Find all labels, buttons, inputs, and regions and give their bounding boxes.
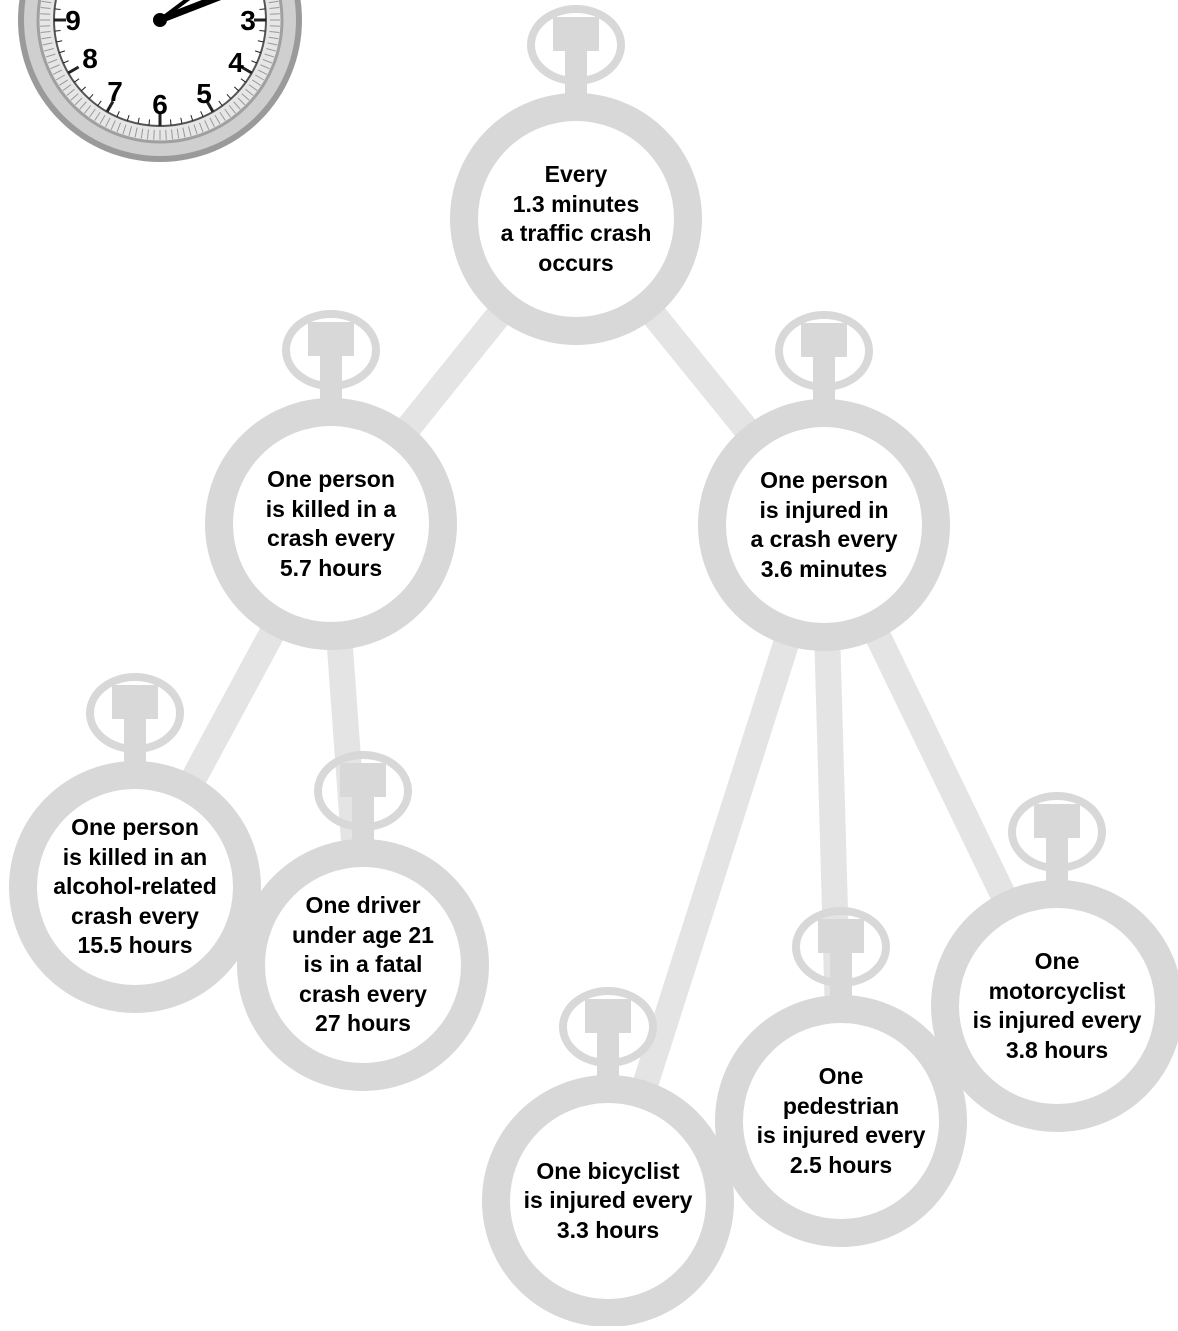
label-line: under age 21 (292, 921, 434, 948)
clock-hour-hand (156, 0, 222, 24)
stopwatch-label-killed: One person is killed in a crash every 5.7 h… (236, 459, 426, 589)
label-line: 3.3 hours (556, 1216, 660, 1243)
stopwatch-label-motorcyclist: One motorcyclist is injured every 3.8 hours (957, 941, 1157, 1071)
label-line: 15.5 hours (77, 932, 193, 959)
clock-icon: 9 3 8 4 7 6 5 (18, 0, 302, 162)
clock-numeral: 7 (107, 76, 123, 107)
label-line: One (818, 1063, 864, 1089)
label-line: is injured every (756, 1122, 926, 1148)
label-line: is injured every (972, 1007, 1142, 1033)
clock-numeral: 6 (152, 89, 168, 120)
label-line: One person (71, 814, 199, 841)
clock-numeral: 3 (240, 5, 256, 36)
clock-numerals: 9 3 8 4 7 6 5 (65, 5, 256, 120)
stopwatch-icon (237, 751, 489, 1091)
label-line: crash every (267, 525, 395, 551)
label-line: is in a fatal (303, 951, 423, 978)
stopwatch-label-crash: Every 1.3 minutes a traffic crash occurs (481, 154, 671, 284)
label-line: is killed in a (265, 495, 397, 522)
label-line: One bicyclist (536, 1157, 680, 1184)
label-line: 2.5 hours (789, 1151, 893, 1178)
stopwatch-icon (715, 907, 967, 1247)
stopwatch-icon (450, 5, 702, 345)
stopwatch-icon (698, 311, 950, 651)
label-line: alcohol-related (53, 873, 217, 900)
label-line: occurs (538, 249, 614, 276)
label-line: is injured in (759, 496, 889, 523)
stopwatch-label-pedestrian: One pedestrian is injured every 2.5 hours (741, 1056, 941, 1186)
label-line: crash every (299, 980, 427, 1007)
label-line: a crash every (750, 526, 898, 552)
label-line: One person (267, 466, 395, 492)
label-line: One (1034, 948, 1080, 974)
label-line: pedestrian (782, 1092, 900, 1119)
label-line: One driver (305, 892, 421, 919)
stopwatch-icon (205, 310, 457, 650)
label-line: 27 hours (315, 1010, 411, 1037)
label-line: motorcyclist (988, 977, 1126, 1004)
label-line: 3.6 minutes (760, 555, 888, 582)
label-line: is injured every (523, 1187, 693, 1214)
label-line: Every (544, 161, 608, 187)
clock-minute-hand (158, 0, 190, 22)
label-line: crash every (71, 902, 199, 929)
label-line: a traffic crash (500, 220, 652, 246)
label-line: 3.8 hours (1005, 1036, 1109, 1063)
stopwatch-icon (9, 673, 261, 1013)
stopwatch-icon (482, 987, 734, 1327)
clock-numeral: 4 (228, 47, 244, 78)
label-line: 1.3 minutes (512, 190, 640, 217)
label-line: is killed in an (62, 843, 208, 870)
stopwatch-layer (9, 5, 1178, 1327)
clock-numeral: 8 (82, 43, 98, 74)
clock-numeral: 5 (196, 78, 212, 109)
stopwatch-label-injured: One person is injured in a crash every 3.6 … (729, 460, 919, 590)
clock-numeral: 9 (65, 5, 81, 36)
label-line: One person (760, 467, 888, 493)
stopwatch-icon (931, 792, 1178, 1132)
label-line: 5.7 hours (279, 554, 383, 581)
